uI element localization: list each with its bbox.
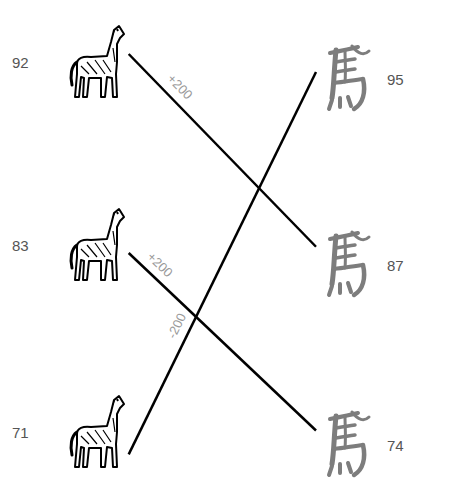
horse-drawing [67, 22, 127, 102]
rival-horse-node: 74 [318, 408, 404, 483]
speed-number: 71 [12, 424, 29, 441]
match-line [129, 72, 316, 454]
horse-drawing [67, 392, 127, 472]
speed-number: 87 [387, 257, 404, 274]
speed-number: 95 [387, 71, 404, 88]
calligraphy-horse [318, 42, 373, 117]
rival-horse-node: 95 [318, 42, 404, 117]
calligraphy-horse [318, 228, 373, 303]
match-line [129, 253, 316, 431]
score-label: +200 [163, 71, 196, 105]
score-label: +200 [143, 248, 177, 281]
speed-number: 74 [387, 437, 404, 454]
horse-node: 71 [12, 392, 127, 472]
horse-node: 92 [12, 22, 127, 102]
speed-number: 92 [12, 54, 29, 71]
horse-node: 83 [12, 205, 127, 285]
horse-drawing [67, 205, 127, 285]
speed-number: 83 [12, 237, 29, 254]
calligraphy-horse [318, 408, 373, 483]
rival-horse-node: 87 [318, 228, 404, 303]
match-line [129, 54, 316, 247]
